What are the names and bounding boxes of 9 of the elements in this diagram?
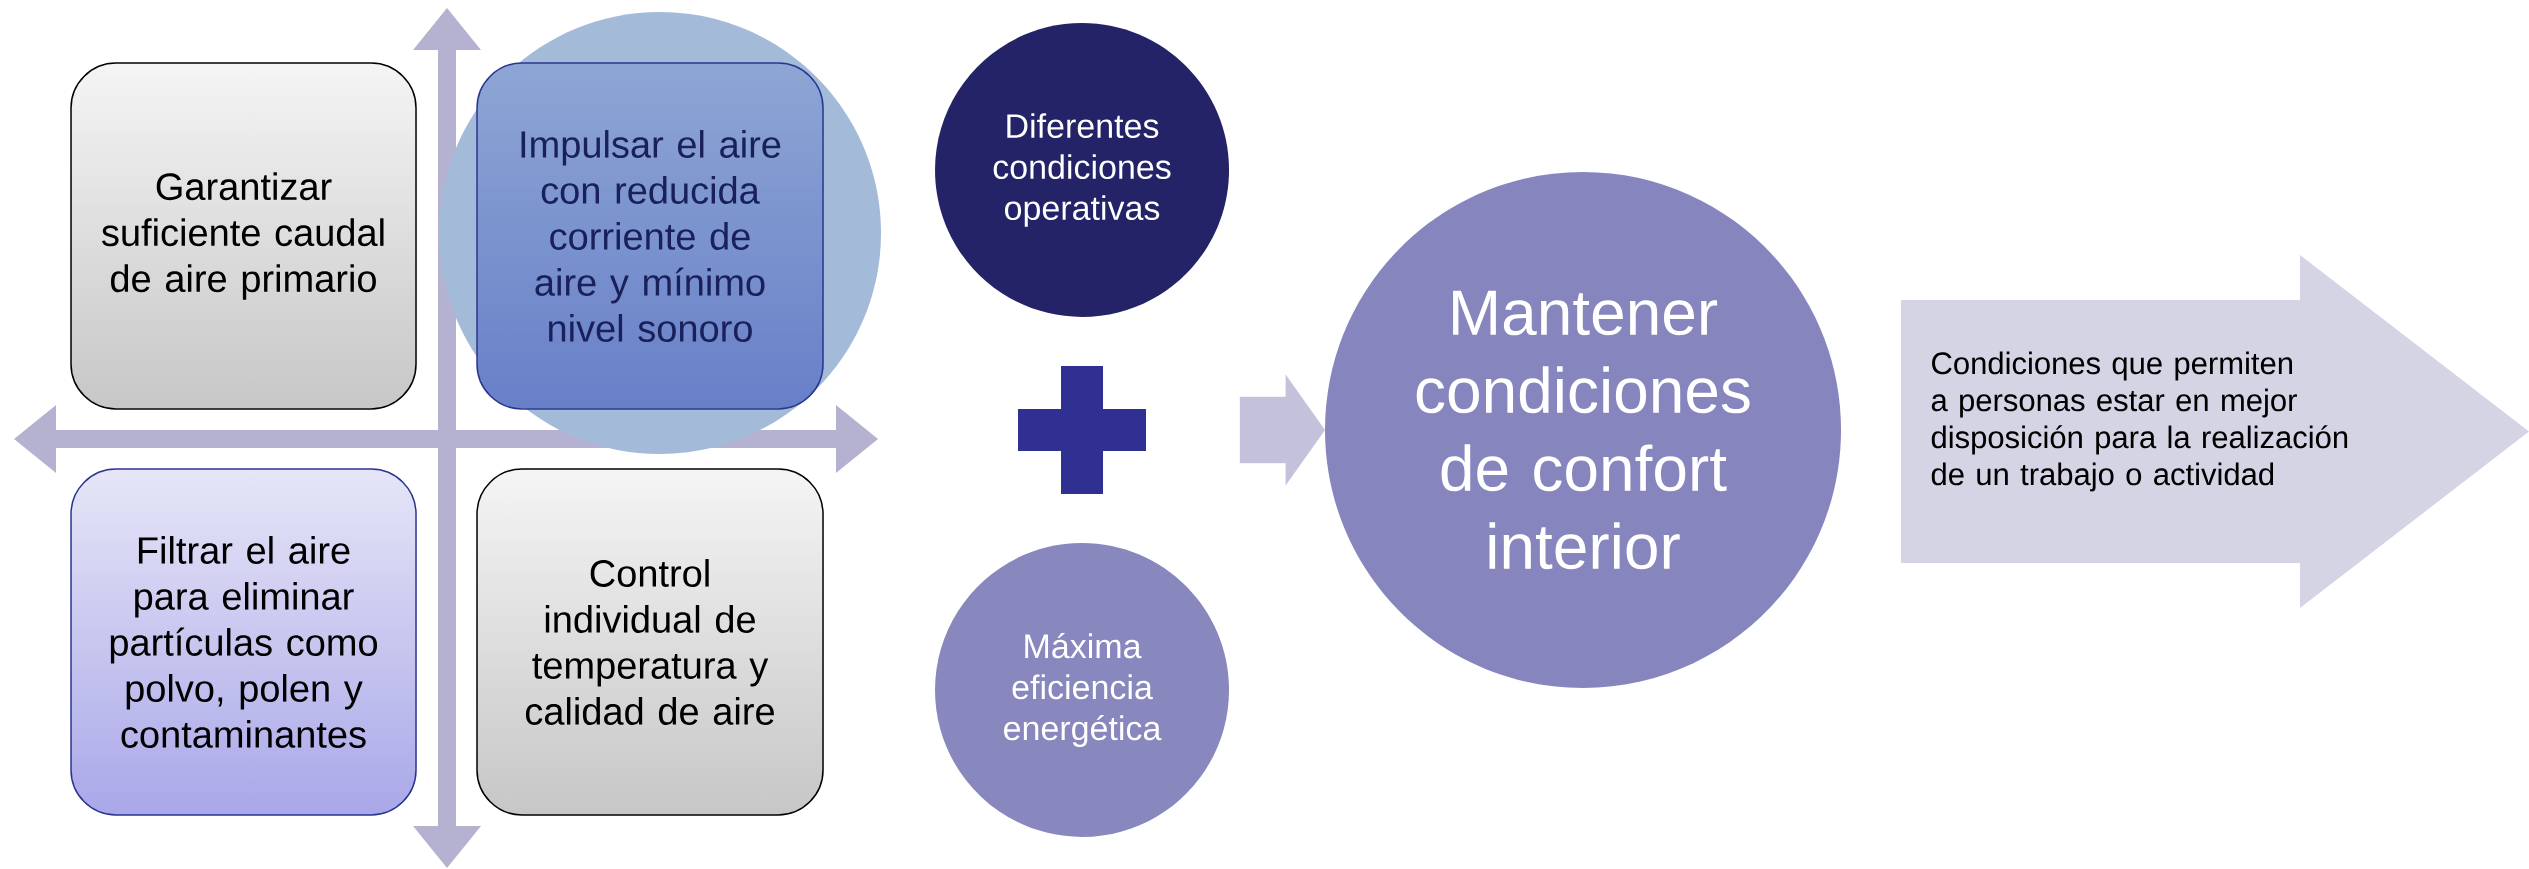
circle-node: Diferentes condiciones operativas [935,23,1229,317]
rounded-box: Control individual de temperatura y calidad de aire [476,468,824,816]
circle-node: Mantener condiciones de confort interior [1325,172,1841,688]
rounded-box: Impulsar el aire con reducida corriente de aire y mínimo nivel sonoro [476,62,824,410]
chevron-arrow [1239,374,1325,486]
circle-node: Máxima eficiencia energética [935,543,1229,837]
rounded-box: Garantizar suficiente caudal de aire primario [70,62,417,410]
plus-sign [1018,366,1146,494]
rounded-box: Filtrar el aire para eliminar partículas como polvo, polen y contaminantes [70,468,417,816]
